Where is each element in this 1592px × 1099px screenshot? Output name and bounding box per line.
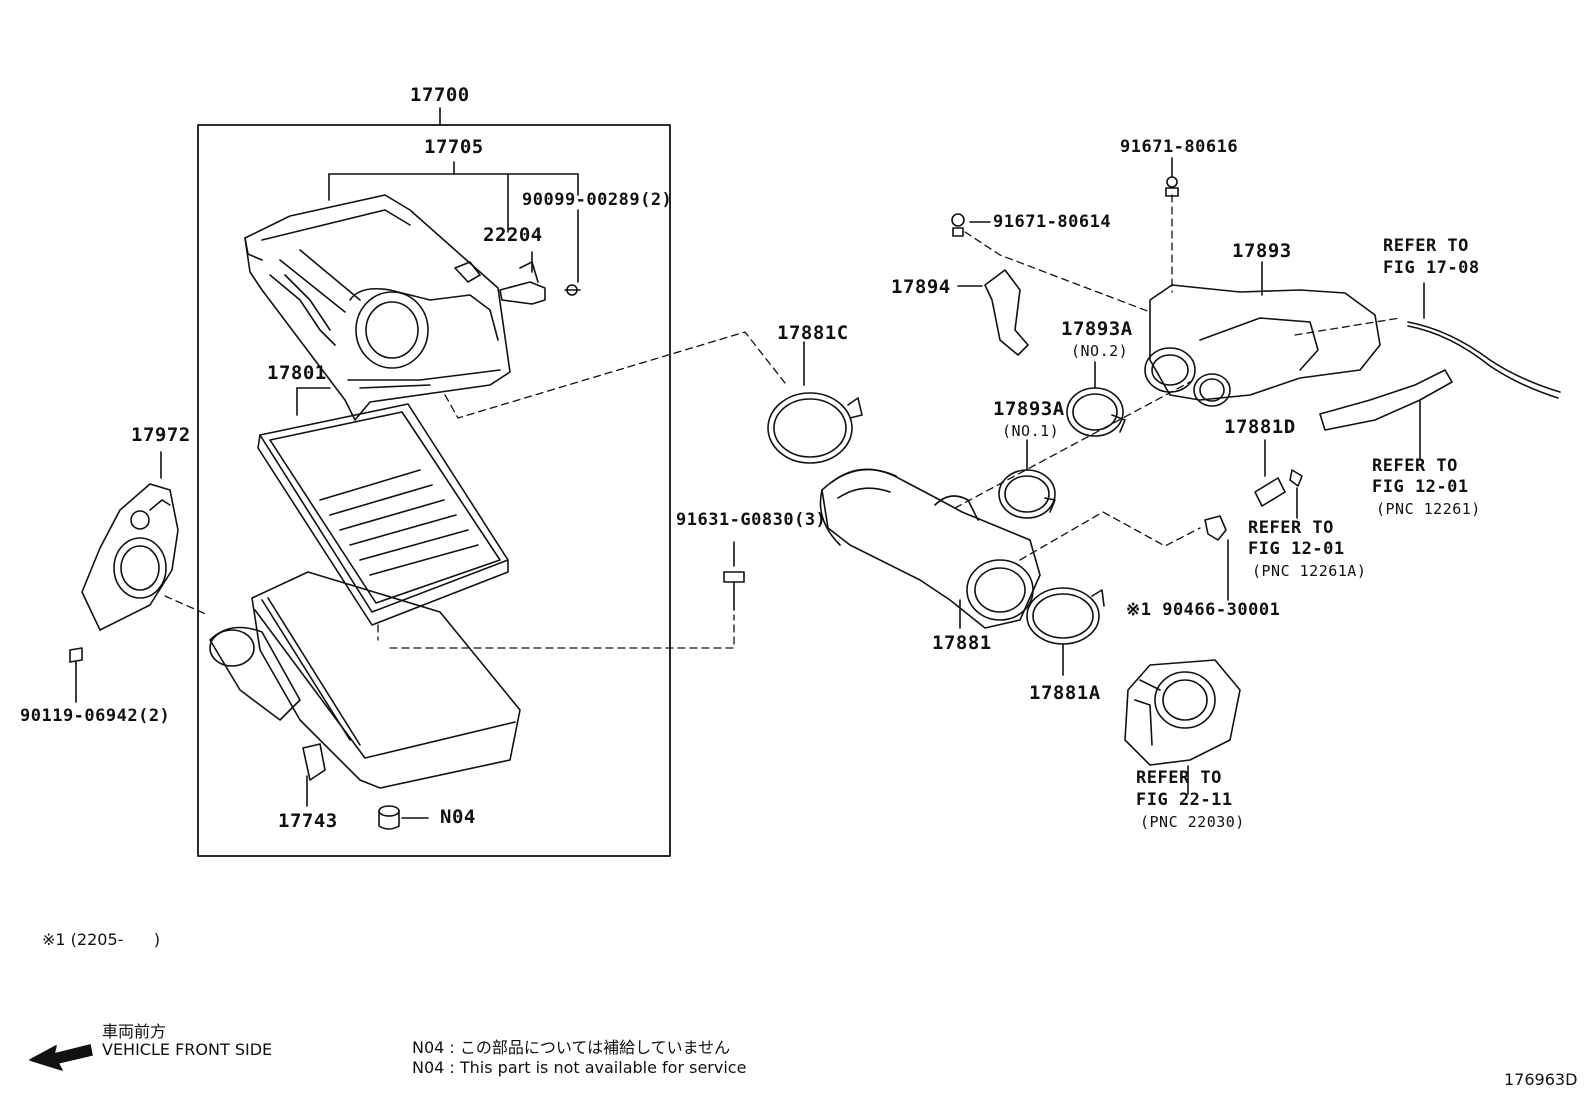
footnote-1: ※1 (2205- ) xyxy=(42,930,161,949)
screw-90099 xyxy=(564,284,581,296)
clamp-17893a-no1 xyxy=(998,469,1056,519)
valve-17881d xyxy=(1254,477,1286,507)
label-17893a-no2: 17893A xyxy=(1061,318,1133,340)
clamp-17881c xyxy=(767,392,863,464)
label-91671-80616: 91671-80616 xyxy=(1120,137,1239,157)
ref-fig-12-01-line3: (PNC 12261) xyxy=(1376,500,1481,518)
vehicle-front-jp: 車両前方 xyxy=(102,1022,167,1041)
hose-12261 xyxy=(1319,369,1453,431)
connector-90466 xyxy=(1204,515,1227,541)
label-no1: (NO.1) xyxy=(1002,422,1060,440)
label-17881d: 17881D xyxy=(1224,416,1296,438)
bracket-17894 xyxy=(984,269,1029,356)
air-cleaner-case xyxy=(209,571,521,789)
ref-fig-17-08-line1: REFER TO xyxy=(1383,236,1469,256)
vehicle-front-en: VEHICLE FRONT SIDE xyxy=(102,1040,273,1059)
n04-note-jp: N04 : この部品については補給していません xyxy=(412,1038,731,1057)
assembly-17700-frame xyxy=(197,124,671,857)
grommet-n04 xyxy=(378,805,400,830)
bolt-90119 xyxy=(69,647,83,673)
ref-fig-22-11-line3: (PNC 22030) xyxy=(1140,813,1245,831)
figure-id: 176963D xyxy=(1504,1070,1578,1089)
bolt-91671-80614 xyxy=(951,213,965,237)
label-17972: 17972 xyxy=(131,424,191,446)
ref-fig-12-01-line1: REFER TO xyxy=(1372,456,1458,476)
label-no2: (NO.2) xyxy=(1071,342,1129,360)
sensor-22204 xyxy=(499,261,546,305)
bracket-17972 xyxy=(81,483,179,631)
label-17893a-no1: 17893A xyxy=(993,398,1065,420)
label-17881a: 17881A xyxy=(1029,682,1101,704)
bolt-91631 xyxy=(723,571,745,611)
label-17743: 17743 xyxy=(278,810,338,832)
label-91671-80614: 91671-80614 xyxy=(993,212,1112,232)
ref-fig-22-11-line2: FIG 22-11 xyxy=(1136,790,1233,810)
n04-note-en: N04 : This part is not available for ser… xyxy=(412,1058,747,1077)
label-17893: 17893 xyxy=(1232,240,1292,262)
label-91631: 91631-G0830(3) xyxy=(676,510,827,530)
clamp-17893a-no2 xyxy=(1066,387,1126,437)
ref-fig-12-01-line2: FIG 12-01 xyxy=(1372,477,1469,497)
ref-fig-12-01a-line3: (PNC 12261A) xyxy=(1252,562,1367,580)
intake-hose-17881 xyxy=(819,468,1041,629)
hose-17-08 xyxy=(1407,321,1561,393)
label-17705: 17705 xyxy=(424,136,484,158)
label-n04: N04 xyxy=(440,806,476,828)
filter-element-17801 xyxy=(257,403,509,626)
air-cleaner-cap-17705 xyxy=(244,194,511,421)
label-90119: 90119-06942(2) xyxy=(20,706,171,726)
label-17881: 17881 xyxy=(932,632,992,654)
label-17894: 17894 xyxy=(891,276,951,298)
label-17881c: 17881C xyxy=(777,322,849,344)
clip-12261a xyxy=(1289,469,1303,487)
clamp-17881a xyxy=(1026,587,1105,645)
label-22204: 22204 xyxy=(483,224,543,246)
ref-fig-22-11-line1: REFER TO xyxy=(1136,768,1222,788)
label-17700: 17700 xyxy=(410,84,470,106)
label-90099: 90099-00289(2) xyxy=(522,190,673,210)
label-90466: ※1 90466-30001 xyxy=(1126,600,1281,620)
ref-fig-12-01a-line1: REFER TO xyxy=(1248,518,1334,538)
resonator-17893 xyxy=(1144,284,1381,407)
bolt-91671-80616 xyxy=(1165,176,1179,197)
ref-fig-17-08-line2: FIG 17-08 xyxy=(1383,258,1480,278)
label-17801: 17801 xyxy=(267,362,327,384)
throttle-body-22030 xyxy=(1124,659,1241,766)
ref-fig-12-01a-line2: FIG 12-01 xyxy=(1248,539,1345,559)
arrow-left-icon xyxy=(29,1044,93,1071)
